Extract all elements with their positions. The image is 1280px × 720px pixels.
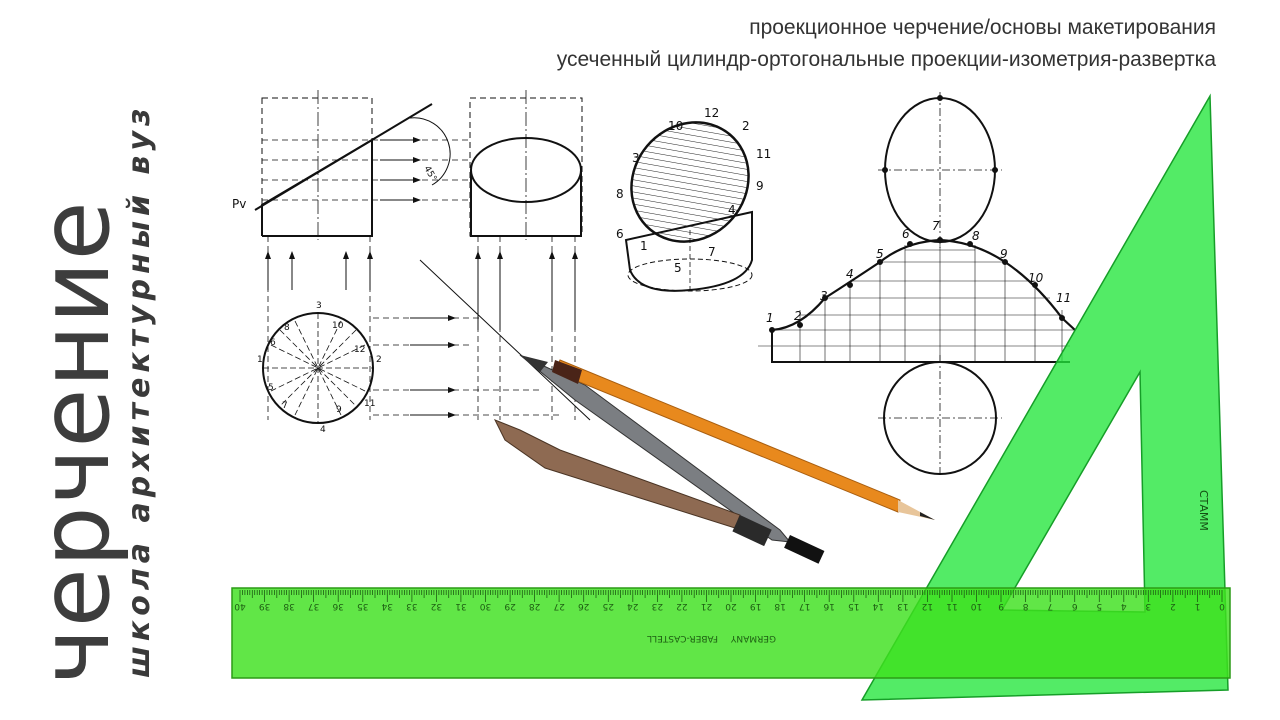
ruler-mark: 15 <box>848 601 859 611</box>
ruler-mark: 20 <box>725 601 737 611</box>
compass <box>493 354 825 564</box>
ruler-mark: 7 <box>1047 601 1053 611</box>
iso-point-label: 12 <box>704 106 719 120</box>
ruler-mark: 39 <box>259 601 271 611</box>
iso-point-label: 11 <box>756 147 771 161</box>
ruler-mark: 40 <box>234 601 246 611</box>
unfold-point-label: 4 <box>846 267 854 281</box>
isometric-cylinder <box>624 121 753 292</box>
unfold-point-label: 1 <box>766 311 774 325</box>
unfold-point-label: 11 <box>1056 291 1071 305</box>
iso-point-label: 10 <box>668 119 683 133</box>
ruler-mark: 3 <box>1145 601 1151 611</box>
iso-point-label: 7 <box>708 245 716 259</box>
ruler-mark: 17 <box>799 601 810 611</box>
iso-point-label: 2 <box>742 119 750 133</box>
iso-point-label: 1 <box>640 239 648 253</box>
ruler-mark: 13 <box>897 601 908 611</box>
development-drawing <box>758 92 1076 478</box>
plane-label: Pv <box>232 197 246 211</box>
circle-point-label: 11 <box>364 399 375 409</box>
unfold-point-label: 9 <box>1000 247 1008 261</box>
triangle-brand: СТАММ <box>1197 490 1210 531</box>
iso-point-label: 9 <box>756 179 764 193</box>
ruler-mark: 26 <box>578 601 590 611</box>
ruler-mark: 11 <box>946 601 957 611</box>
ruler-mark: 5 <box>1096 601 1102 611</box>
ruler-mark: 21 <box>701 601 712 611</box>
ruler-mark: 28 <box>529 601 541 611</box>
ruler-mark: 31 <box>455 601 466 611</box>
circle-point-label: 7 <box>282 401 288 411</box>
circle-point-label: 3 <box>316 301 322 311</box>
ruler-mark: 23 <box>652 601 663 611</box>
ruler-mark: 27 <box>553 601 564 611</box>
ruler-mark: 12 <box>922 601 933 611</box>
heading-line-2: усеченный цилиндр-ортогональные проекции… <box>556 48 1216 71</box>
ruler-mark: 30 <box>480 601 492 611</box>
ruler-mark: 38 <box>283 601 295 611</box>
ruler-mark: 36 <box>332 601 344 611</box>
circle-point-label: 4 <box>320 425 326 435</box>
ruler-mark: 29 <box>504 601 516 611</box>
iso-point-label: 4 <box>728 203 736 217</box>
circle-point-label: 10 <box>332 321 344 331</box>
ruler-mark: 34 <box>381 601 393 611</box>
ruler-origin: GERMANY <box>730 633 776 643</box>
ruler-mark: 19 <box>750 601 762 611</box>
ruler-mark: 9 <box>998 601 1004 611</box>
unfold-point-label: 10 <box>1028 271 1044 285</box>
iso-point-label: 5 <box>674 261 682 275</box>
ruler-mark: 8 <box>1022 601 1028 611</box>
unfold-point-label: 7 <box>932 219 940 233</box>
ruler-brand: FABER-CASTELL <box>647 633 718 643</box>
ruler-mark: 33 <box>406 601 417 611</box>
circle-point-label: 12 <box>354 345 365 355</box>
ruler-mark: 6 <box>1072 601 1078 611</box>
circle-point-label: 6 <box>270 338 276 348</box>
unfold-point-label: 8 <box>972 229 980 243</box>
unfold-point-label: 6 <box>902 227 910 241</box>
circle-point-label: 2 <box>376 355 382 365</box>
ruler-mark: 32 <box>431 601 442 611</box>
ruler-mark: 22 <box>676 601 687 611</box>
ruler-mark: 0 <box>1219 601 1225 611</box>
circle-point-label: 5 <box>268 383 274 393</box>
circle-point-label: 9 <box>336 405 342 415</box>
unfold-point-label: 5 <box>876 247 884 261</box>
ruler-mark: 35 <box>357 601 368 611</box>
iso-point-label: 3 <box>632 151 640 165</box>
ruler-mark: 16 <box>823 601 835 611</box>
ruler-mark: 25 <box>603 601 614 611</box>
pencil <box>552 359 935 520</box>
circle-point-label: 8 <box>284 323 290 333</box>
iso-point-label: 8 <box>616 187 624 201</box>
ruler-mark: 2 <box>1170 601 1176 611</box>
ruler-mark: 4 <box>1121 601 1127 611</box>
angle-label: 45° <box>421 165 438 184</box>
ruler-mark: 37 <box>308 601 319 611</box>
ruler-mark: 24 <box>627 601 639 611</box>
unfold-point-label: 3 <box>820 289 828 303</box>
orthographic-drawing <box>254 90 591 424</box>
heading-line-1: проекционное черчение/основы макетирован… <box>749 16 1216 39</box>
unfold-point-label: 2 <box>794 309 802 323</box>
iso-point-label: 6 <box>616 227 624 241</box>
ruler-mark: 10 <box>971 601 983 611</box>
ruler-mark: 14 <box>872 601 884 611</box>
ruler-mark: 1 <box>1195 601 1201 611</box>
ruler-mark: 18 <box>774 601 786 611</box>
circle-point-label: 1 <box>257 355 263 365</box>
